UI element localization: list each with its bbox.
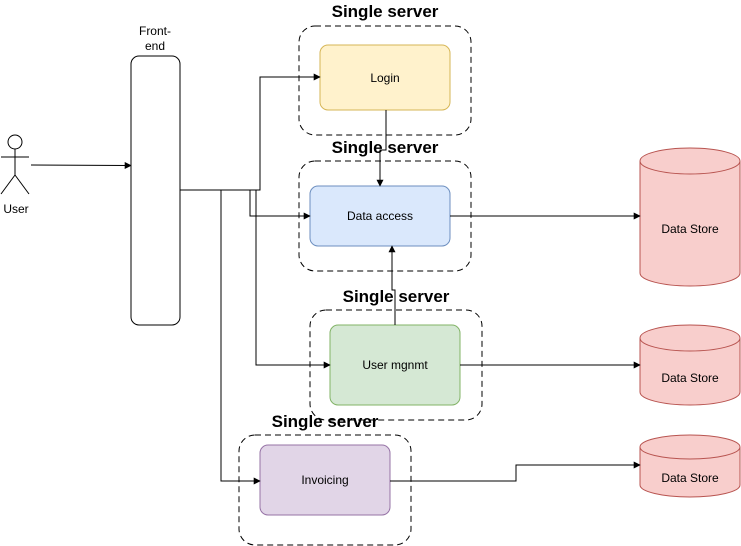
login-service-label: Login [370,71,399,85]
data-store-3-label: Data Store [661,471,719,485]
server-title-user-mgnmt: Single server [343,287,450,306]
invoicing-service-label: Invoicing [301,473,348,487]
edge-frontend-to-invoicing [180,189,261,485]
user-mgnmt-service[interactable]: User mgnmt [329,324,461,406]
edge-user-mgnmt-to-data-access [388,245,396,325]
edge-frontend-to-data-access [180,189,311,220]
login-service[interactable]: Login [319,44,451,111]
server-group-invoicing [238,434,412,546]
server-title-login: Single server [332,2,439,21]
edge-invoicing-to-store-3 [390,461,641,482]
frontend-label-line1: Front- [139,24,171,38]
edge-user-to-frontend [30,161,132,169]
server-group-login [298,25,472,136]
data-store-3[interactable]: Data Store [639,434,741,498]
edge-login-to-data-access [376,110,387,187]
data-store-2-label: Data Store [661,371,719,385]
invoicing-service[interactable]: Invoicing [259,444,391,516]
frontend-box[interactable] [130,55,181,326]
user-label: User [3,202,28,216]
user-mgnmt-service-label: User mgnmt [362,358,428,372]
data-store-2[interactable]: Data Store [639,324,741,406]
data-store-1[interactable]: Data Store [639,147,741,287]
server-title-invoicing: Single server [272,412,379,431]
data-store-1-label: Data Store [661,222,719,236]
user-actor-icon[interactable] [0,134,30,195]
data-access-service-label: Data access [347,209,413,223]
frontend-label-line2: end [145,39,165,53]
server-title-data-access: Single server [332,138,439,157]
data-access-service[interactable]: Data access [309,185,451,247]
